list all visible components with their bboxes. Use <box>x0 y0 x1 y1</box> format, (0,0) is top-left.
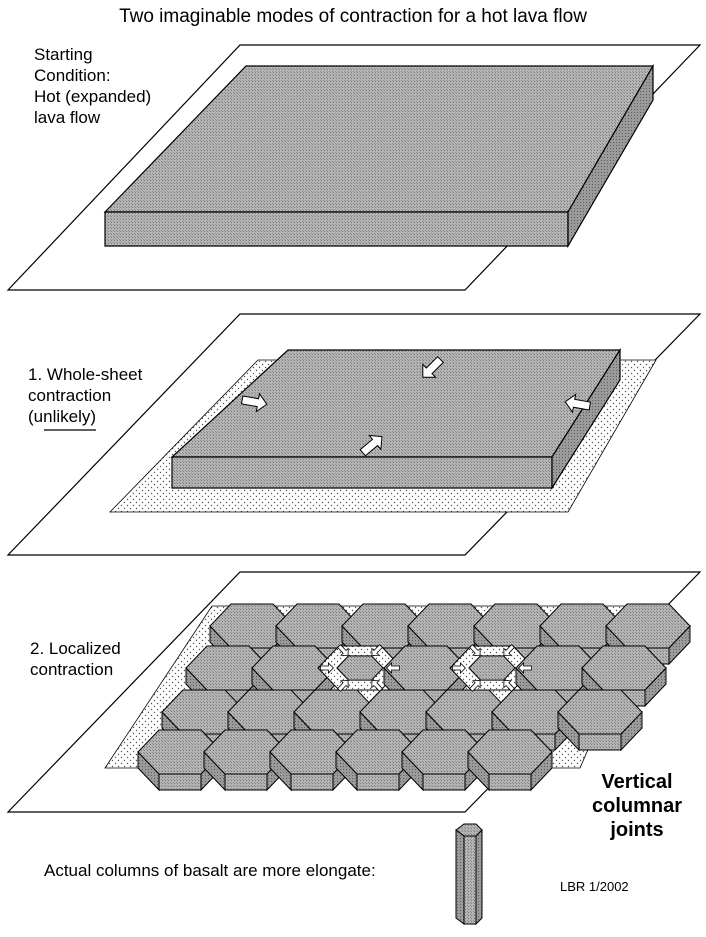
lava-slab-side <box>567 63 654 249</box>
column-top <box>557 689 643 735</box>
shrunk-column <box>336 655 384 681</box>
arrow-icon <box>371 644 383 656</box>
arrow-icon <box>518 662 532 674</box>
column-body-front <box>463 835 477 925</box>
hexagonal-columns <box>137 603 691 792</box>
diagram-title: Two imaginable modes of contraction for … <box>119 6 587 27</box>
panel-localized <box>6 571 702 813</box>
label-localized: 2. Localized contraction <box>30 639 121 679</box>
column-side <box>422 773 466 791</box>
label-starting-condition: Starting Condition: Hot (expanded) lava … <box>34 45 152 127</box>
column-side <box>578 733 622 751</box>
column-side <box>158 773 202 791</box>
shrunk-column <box>468 655 516 681</box>
lava-slab-front <box>104 211 569 247</box>
arrow-icon <box>422 355 445 378</box>
arrow-icon <box>503 644 515 656</box>
label-vertical-columnar-joints: Vertical columnar joints <box>592 771 683 841</box>
arrow-icon <box>371 680 383 692</box>
column-body-left <box>455 829 465 925</box>
contracted-slab-front <box>171 456 553 489</box>
column-body-right <box>475 828 483 926</box>
arrow-icon <box>337 680 349 692</box>
arrow-icon <box>240 392 268 413</box>
arrow-icon <box>469 680 481 692</box>
arrow-icon <box>503 680 515 692</box>
footer-note: Actual columns of basalt are more elonga… <box>44 861 376 880</box>
credit-line: LBR 1/2002 <box>560 879 629 894</box>
column-side <box>224 773 268 791</box>
arrow-icon <box>451 662 466 674</box>
arrow-icon <box>564 393 592 414</box>
column-top <box>467 729 553 775</box>
arrow-icon <box>359 434 383 457</box>
column-side <box>290 773 334 791</box>
lava-slab-top <box>103 65 655 213</box>
contracted-slab-side <box>551 347 621 491</box>
arrow-icon <box>319 662 334 674</box>
panel-whole-sheet <box>6 313 702 556</box>
column-side <box>488 773 532 791</box>
arrow-icon <box>469 644 481 656</box>
basalt-column <box>455 823 483 926</box>
column-side <box>356 773 400 791</box>
panel-starting-condition <box>6 44 702 291</box>
contraction-arrows <box>319 644 532 692</box>
label-whole-sheet: 1. Whole-sheet contraction (unlikely) <box>28 365 143 426</box>
arrow-icon <box>337 644 349 656</box>
arrow-icon <box>386 662 401 674</box>
